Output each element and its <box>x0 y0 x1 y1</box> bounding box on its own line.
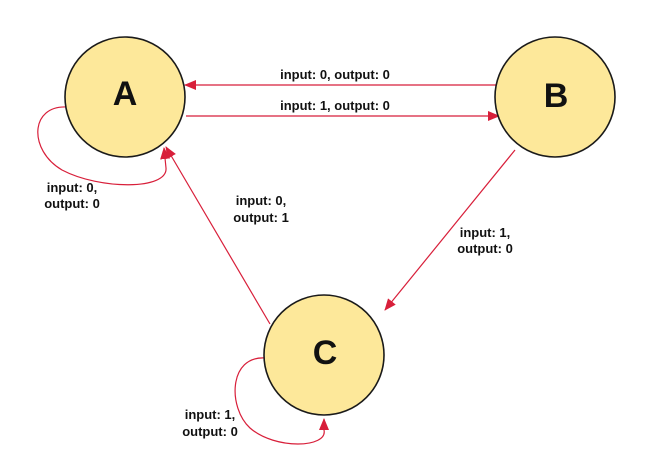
state-node-c-label: C <box>313 334 338 372</box>
edge-b-to-c-line <box>384 149 516 311</box>
edge-a-self-loop-line <box>37 106 171 186</box>
edge-c-to-a-line <box>165 146 271 325</box>
edge-b-to-c-label-line2: output: 0 <box>457 241 513 256</box>
edge-c-to-a-label-line2: output: 1 <box>233 210 289 225</box>
edge-c-self-loop-line <box>234 357 329 445</box>
edge-b-to-a-label: input: 0, output: 0 <box>280 67 390 82</box>
edge-a-self-loop-label-line2: output: 0 <box>44 196 100 211</box>
state-node-c: C <box>263 294 385 416</box>
edge-b-to-a: input: 0, output: 0 <box>184 67 497 90</box>
edge-c-to-a-label-line1: input: 0, <box>236 193 287 208</box>
state-node-a-label: A <box>113 75 138 113</box>
edge-a-self-loop: input: 0, output: 0 <box>37 106 171 211</box>
edge-b-to-c-label-line1: input: 1, <box>460 225 511 240</box>
state-node-c-circle <box>263 294 385 416</box>
edge-a-to-b-label: input: 1, output: 0 <box>280 98 390 113</box>
state-node-a-circle <box>64 36 186 158</box>
edge-c-self-loop-label-line2: output: 0 <box>182 424 238 439</box>
state-node-b-label: B <box>544 77 569 115</box>
state-node-b: B <box>494 36 616 158</box>
edge-a-to-b: input: 1, output: 0 <box>186 98 500 121</box>
edge-c-self-loop-label-line1: input: 1, <box>185 407 236 422</box>
state-node-b-circle <box>494 36 616 158</box>
edge-c-self-loop: input: 1, output: 0 <box>182 357 329 445</box>
edge-a-self-loop-label-line1: input: 0, <box>47 180 98 195</box>
edge-b-to-c: input: 1, output: 0 <box>384 149 516 311</box>
state-node-a: A <box>64 36 186 158</box>
edge-c-to-a: input: 0, output: 1 <box>165 146 289 325</box>
